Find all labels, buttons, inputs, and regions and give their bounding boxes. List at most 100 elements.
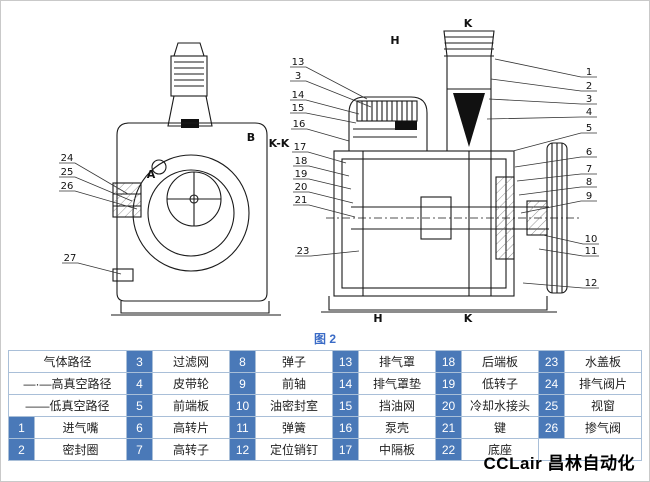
blank-cell <box>538 438 642 461</box>
callout-15: 15 <box>292 103 305 114</box>
part-name: 后端板 <box>461 350 539 373</box>
callout-25: 25 <box>61 167 74 178</box>
part-number: 17 <box>332 438 359 461</box>
part-name: 定位销钉 <box>255 438 333 461</box>
part-name: 中隔板 <box>358 438 436 461</box>
part-number: 20 <box>435 394 462 417</box>
section-letter-H: H <box>373 312 382 325</box>
leader-line <box>293 165 350 177</box>
intake-stack <box>443 30 495 151</box>
part-name: 高转子 <box>152 438 230 461</box>
callout-10: 10 <box>585 234 598 245</box>
callout-9: 9 <box>586 191 592 202</box>
part-name: 密封圈 <box>33 438 128 461</box>
leader-line <box>293 191 354 204</box>
belt-pulley <box>526 142 568 294</box>
callout-5: 5 <box>586 123 592 134</box>
callout-21: 21 <box>295 195 308 206</box>
part-name: 排气罩 <box>358 350 436 373</box>
callout-11: 11 <box>585 246 598 257</box>
callout-3: 3 <box>586 94 592 105</box>
leader-line <box>59 162 129 195</box>
part-name: 进气嘴 <box>33 416 128 439</box>
part-number: 12 <box>229 438 256 461</box>
leader-line <box>290 66 368 100</box>
part-name: 前轴 <box>255 372 333 395</box>
pump-body-front <box>116 122 268 302</box>
part-number: 9 <box>229 372 256 395</box>
part-name: 键 <box>461 416 539 439</box>
leader-line <box>514 156 597 168</box>
figure-caption: 图 2 <box>313 332 336 346</box>
left-view <box>111 42 281 316</box>
leader-line <box>542 234 599 245</box>
callout-19: 19 <box>295 169 308 180</box>
section-letter-KK: K-K <box>269 137 290 150</box>
part-number: 26 <box>538 416 565 439</box>
callout-18: 18 <box>295 156 308 167</box>
part-number: 8 <box>229 350 256 373</box>
part-number: 16 <box>332 416 359 439</box>
leader-line <box>520 200 597 214</box>
part-number: 2 <box>7 438 35 461</box>
intake-filter <box>167 42 213 128</box>
part-number: 11 <box>229 416 256 439</box>
part-number: 6 <box>126 416 153 439</box>
leader-line <box>512 132 597 152</box>
part-number: 21 <box>435 416 462 439</box>
section-letter-A: A <box>147 168 156 181</box>
pump-diagram-svg: 24252627ABK-K133141516171819202123123456… <box>59 17 599 325</box>
section-letter-K: K <box>464 312 473 325</box>
callout-1: 1 <box>586 67 592 78</box>
leader-line <box>488 98 597 105</box>
leader-line <box>292 151 347 164</box>
part-name: 油密封室 <box>255 394 333 417</box>
part-name: 排气罩垫 <box>358 372 436 395</box>
part-name: 掺气阀 <box>564 416 642 439</box>
part-number: 24 <box>538 372 565 395</box>
part-name: 排气阀片 <box>564 372 642 395</box>
callout-12: 12 <box>585 278 598 289</box>
part-number: 3 <box>126 350 153 373</box>
base-front <box>111 301 281 316</box>
leader-line <box>295 250 360 257</box>
part-name: 视窗 <box>564 394 642 417</box>
oil-drain <box>112 268 134 282</box>
part-name: 过滤网 <box>152 350 230 373</box>
leader-line <box>518 186 597 196</box>
callout-17: 17 <box>294 142 307 153</box>
part-number: 4 <box>126 372 153 395</box>
leader-line <box>516 173 597 182</box>
part-number: 10 <box>229 394 256 417</box>
leader-line <box>293 204 356 218</box>
section-letter-K: K <box>464 17 473 30</box>
part-number: 19 <box>435 372 462 395</box>
callout-16: 16 <box>293 119 306 130</box>
base-side <box>321 296 557 313</box>
callout-27: 27 <box>64 253 77 264</box>
callout-23: 23 <box>297 246 310 257</box>
callout-26: 26 <box>61 181 74 192</box>
leader-line <box>291 128 350 142</box>
part-name: 弹子 <box>255 350 333 373</box>
part-name: 高转片 <box>152 416 230 439</box>
part-number: 14 <box>332 372 359 395</box>
exhaust-housing <box>348 96 428 151</box>
callout-2: 2 <box>586 81 592 92</box>
part-name: 冷却水接头 <box>461 394 539 417</box>
section-letter-H: H <box>390 34 399 47</box>
part-name: 弹簧 <box>255 416 333 439</box>
callout-20: 20 <box>295 182 308 193</box>
section-letter-B: B <box>247 131 255 144</box>
part-number: 5 <box>126 394 153 417</box>
part-name: 前端板 <box>152 394 230 417</box>
callout-13: 13 <box>292 57 305 68</box>
part-number: 25 <box>538 394 565 417</box>
part-name: 泵壳 <box>358 416 436 439</box>
